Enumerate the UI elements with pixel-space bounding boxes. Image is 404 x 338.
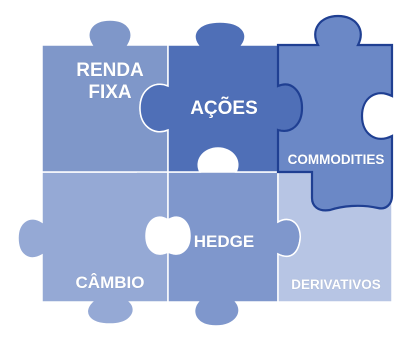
label-cambio-line-1: CÂMBIO [75, 273, 145, 292]
label-hedge: HEDGE [172, 232, 276, 252]
label-commodities: COMMODITIES [280, 152, 392, 168]
label-hedge-line-1: HEDGE [193, 232, 255, 251]
label-renda-line-2: FIXA [88, 81, 132, 103]
label-renda-line-1: RENDA [76, 60, 144, 81]
label-acoes: AÇÕES [172, 98, 276, 120]
label-commodities-line-1: COMMODITIES [287, 152, 385, 167]
label-cambio: CÂMBIO [58, 273, 162, 293]
label-derivativos: DERIVATIVOS [280, 277, 392, 293]
label-renda-fixa: RENDA FIXA [58, 60, 162, 104]
piece-commodities-shape [276, 14, 394, 212]
piece-cambio-shape [17, 151, 169, 325]
label-derivativos-line-1: DERIVATIVOS [291, 277, 381, 292]
label-acoes-line-1: AÇÕES [190, 98, 258, 119]
